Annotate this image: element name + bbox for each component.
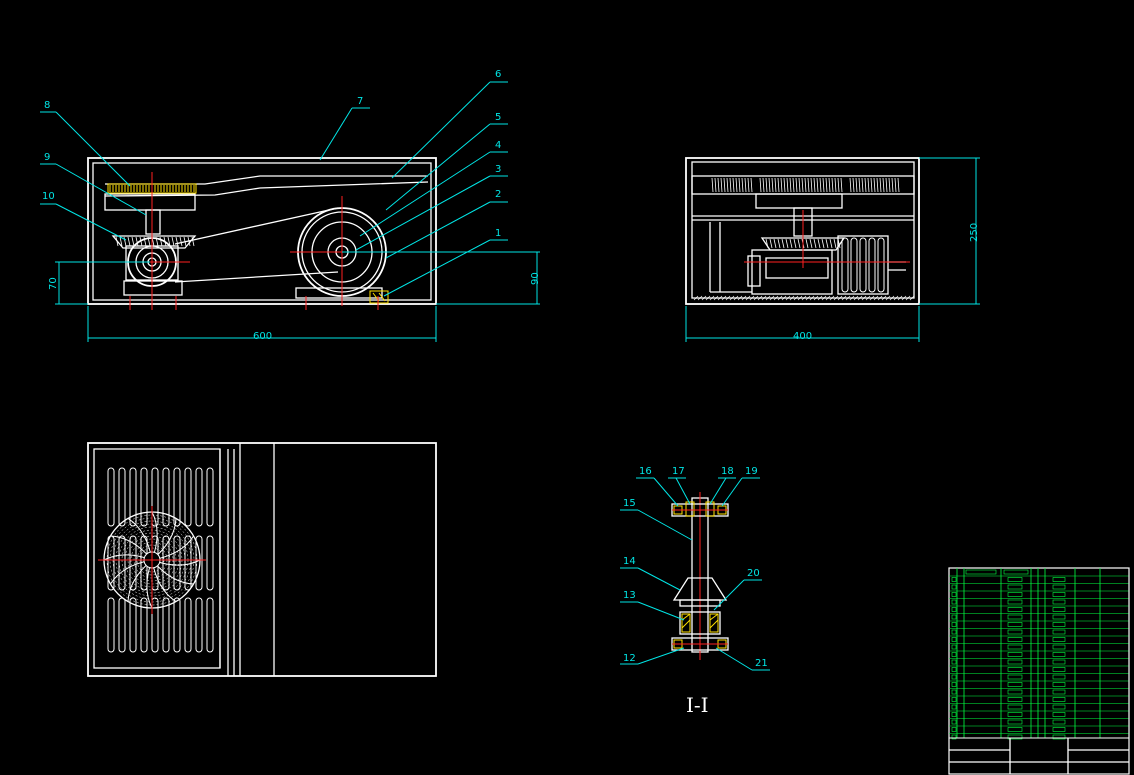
label-1: 1 <box>495 228 501 239</box>
front-view: 600 70 90 8 9 10 7 <box>40 69 541 342</box>
label-15: 15 <box>623 498 636 509</box>
top-view <box>87 442 437 677</box>
label-14: 14 <box>623 556 636 567</box>
dim-side-width: 400 <box>793 331 812 342</box>
side-dimensions: 400 250 <box>685 157 980 342</box>
dim-side-height: 250 <box>969 223 980 242</box>
label-3: 3 <box>495 164 501 175</box>
section-view: 16 17 18 19 15 14 20 <box>620 466 770 717</box>
title-block <box>948 567 1130 775</box>
dim-front-width: 600 <box>253 331 272 342</box>
label-21: 21 <box>755 658 768 669</box>
label-7: 7 <box>357 96 363 107</box>
label-16: 16 <box>639 466 652 477</box>
front-dimensions: 600 70 90 <box>48 251 541 342</box>
label-17: 17 <box>672 466 685 477</box>
label-20: 20 <box>747 568 760 579</box>
label-12: 12 <box>623 653 636 664</box>
label-18: 18 <box>721 466 734 477</box>
side-view: 400 250 <box>685 157 980 342</box>
dim-front-right-height: 90 <box>530 272 541 285</box>
label-5: 5 <box>495 112 501 123</box>
label-10: 10 <box>42 191 55 202</box>
label-4: 4 <box>495 140 501 151</box>
label-6: 6 <box>495 69 501 80</box>
section-label: I-I <box>686 693 709 717</box>
label-9: 9 <box>44 152 50 163</box>
front-leaders: 8 9 10 7 6 5 4 <box>40 69 508 297</box>
section-leaders: 16 17 18 19 15 14 20 <box>620 466 770 671</box>
label-8: 8 <box>44 100 50 111</box>
label-13: 13 <box>623 590 636 601</box>
label-2: 2 <box>495 189 501 200</box>
label-19: 19 <box>745 466 758 477</box>
dim-front-left-height: 70 <box>48 277 59 290</box>
